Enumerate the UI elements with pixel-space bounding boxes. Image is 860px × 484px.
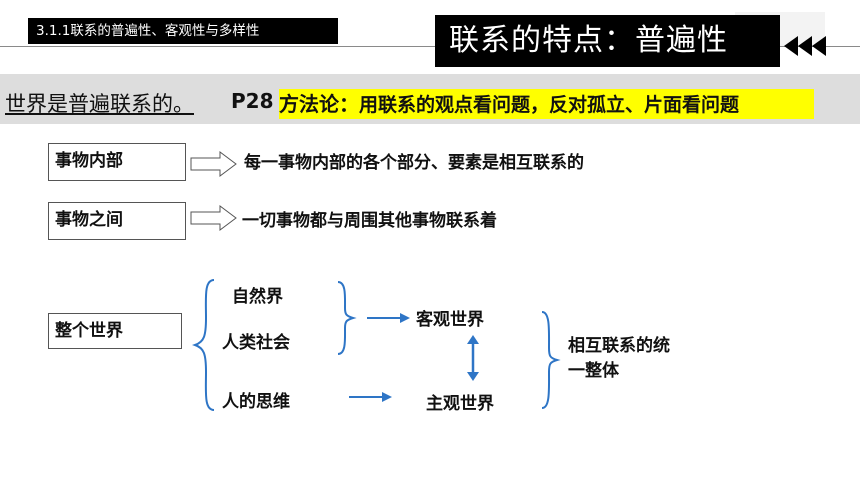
rewind-arrows-icon	[784, 36, 826, 56]
world-item-nature: 自然界	[232, 287, 283, 307]
statement-text: 世界是普遍联系的。	[5, 92, 194, 116]
row-label-between: 事物之间	[48, 202, 186, 240]
header-divider	[0, 46, 860, 47]
world-label: 整个世界	[48, 313, 182, 349]
left-brace-icon	[192, 279, 215, 411]
double-arrow-icon	[467, 335, 479, 381]
row-text-between: 一切事物都与周围其他事物联系着	[242, 211, 497, 231]
world-item-society: 人类社会	[222, 333, 290, 353]
subjective-world: 主观世界	[426, 394, 494, 414]
methodology-label: 方法论：	[279, 92, 359, 116]
row-label-internal: 事物内部	[48, 143, 186, 181]
methodology-highlight: 方法论：用联系的观点看问题，反对孤立、片面看问题	[279, 89, 814, 119]
right-brace-icon	[337, 281, 357, 355]
objective-world: 客观世界	[416, 310, 484, 330]
conclusion-line1: 相互联系的统	[568, 336, 670, 356]
slide-title: 联系的特点：普遍性	[435, 15, 780, 67]
hollow-arrow-icon	[190, 205, 237, 231]
page-ref: P28	[231, 89, 274, 113]
methodology-text: 用联系的观点看问题，反对孤立、片面看问题	[359, 94, 740, 116]
hollow-arrow-icon	[190, 151, 237, 177]
world-item-thinking: 人的思维	[222, 392, 290, 412]
arrow-right-icon	[367, 313, 410, 323]
section-chip: 3.1.1联系的普遍性、客观性与多样性	[28, 18, 338, 44]
right-brace-icon	[541, 311, 561, 409]
conclusion-line2: 一整体	[568, 361, 619, 381]
row-text-internal: 每一事物内部的各个部分、要素是相互联系的	[244, 153, 584, 173]
arrow-right-icon	[349, 392, 392, 402]
